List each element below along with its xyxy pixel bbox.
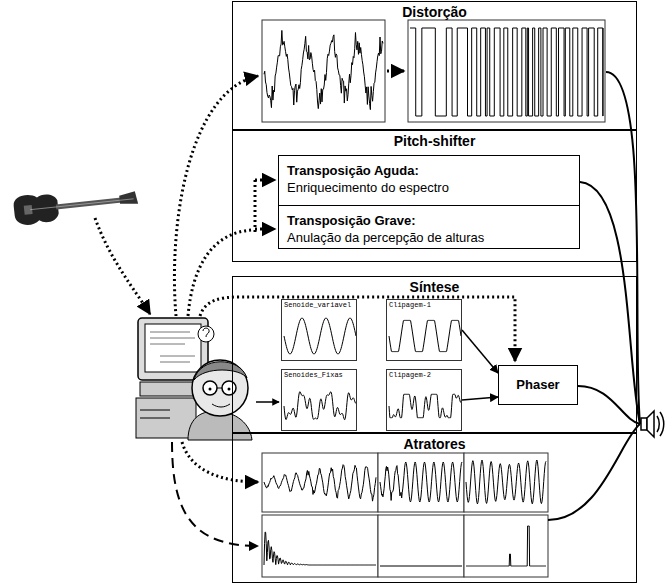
plot-label: Senoides_Fixas	[284, 371, 343, 380]
computer-user-cartoon	[136, 318, 252, 440]
panel-title: Síntese	[410, 279, 460, 295]
box-heading: Transposição Grave:	[287, 213, 416, 229]
effect-panel: Pitch-shifterTransposição Aguda:Enriquec…	[232, 130, 637, 262]
process-box: Phaser	[498, 365, 578, 405]
plot-label: Clipagem-1	[389, 301, 431, 310]
waveform	[466, 526, 546, 566]
box-body: Anulação da percepção de alturas	[287, 230, 484, 246]
plot-frames	[262, 20, 605, 577]
waveform	[284, 318, 356, 354]
waveform	[389, 394, 461, 417]
box-label: Phaser	[516, 377, 559, 393]
panel-title: Distorção	[402, 4, 467, 20]
transposition-box: Transposição Aguda:Enriquecimento do esp…	[278, 155, 580, 206]
signal-arrow	[462, 330, 498, 373]
waveform	[264, 465, 376, 501]
effect-panel: SínteseSenoide_variavel Clipagem-1Senoide…	[232, 276, 637, 433]
waveform-plot: Senoides_Fixas	[281, 369, 357, 431]
effect-panel: Distorção	[232, 1, 637, 130]
bass-guitar	[13, 184, 139, 227]
waveform	[264, 30, 383, 109]
waveform-plot: Senoide_variavel	[281, 299, 357, 361]
flow-lines	[95, 71, 640, 546]
box-body: Enriquecimento do espectro	[287, 180, 449, 196]
waveform	[380, 566, 462, 567]
plot-label: Clipagem-2	[389, 371, 431, 380]
box-heading: Transposição Aguda:	[287, 163, 419, 179]
square-wave	[410, 28, 603, 116]
effect-panel: Atratores	[232, 433, 637, 583]
panel-title: Pitch-shifter	[394, 133, 476, 149]
speaker-icon	[641, 411, 664, 437]
waveform	[284, 392, 356, 420]
waveform-plot: Clipagem-1	[386, 299, 462, 361]
plot-label: Senoide_variavel	[284, 301, 351, 310]
waveform-plot: Clipagem-2	[386, 369, 462, 431]
waveform	[466, 460, 546, 504]
waveform	[380, 462, 462, 502]
waveform	[389, 320, 461, 351]
signal-arrow	[462, 397, 498, 400]
panel-title: Atratores	[403, 436, 465, 452]
transposition-box: Transposição Grave:Anulação da percepção…	[278, 205, 580, 249]
waveform	[264, 532, 376, 565]
